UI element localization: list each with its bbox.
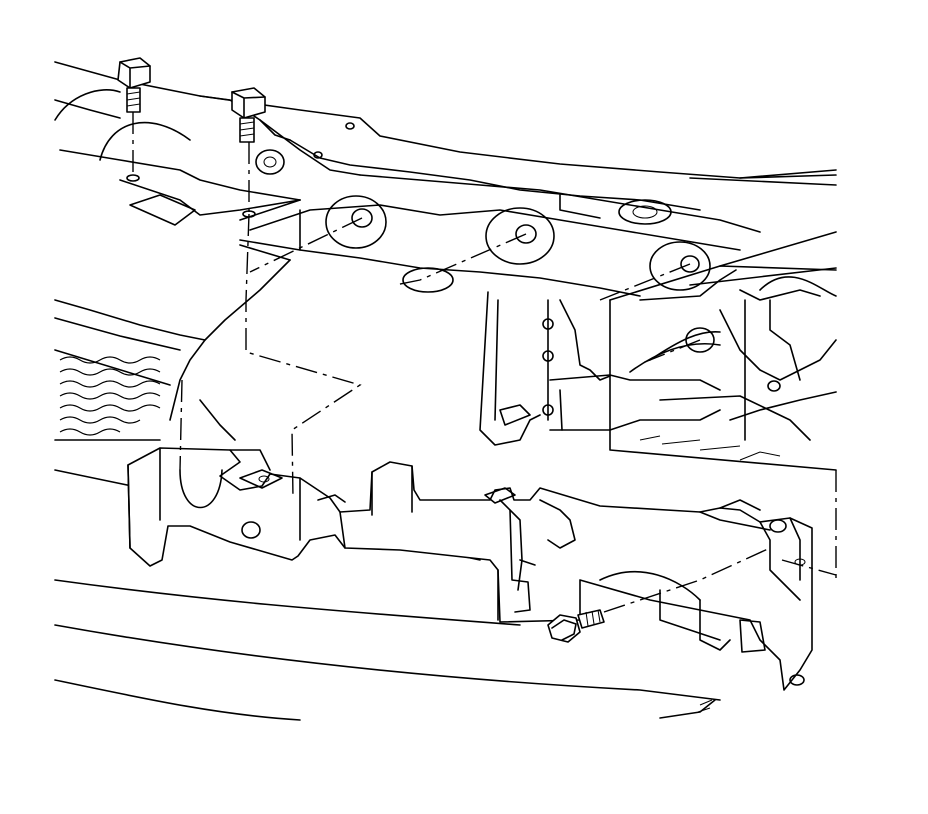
radiator-support-panel bbox=[54, 61, 837, 297]
side-bracket bbox=[479, 291, 721, 446]
cover-panel bbox=[54, 89, 301, 441]
front-grille bbox=[54, 349, 171, 441]
bolt-left-top bbox=[117, 57, 151, 182]
wiring-harness bbox=[609, 231, 837, 471]
bolt-front-side bbox=[547, 609, 605, 643]
lower-bracket bbox=[127, 447, 813, 691]
installation-guide-lines bbox=[132, 112, 837, 613]
